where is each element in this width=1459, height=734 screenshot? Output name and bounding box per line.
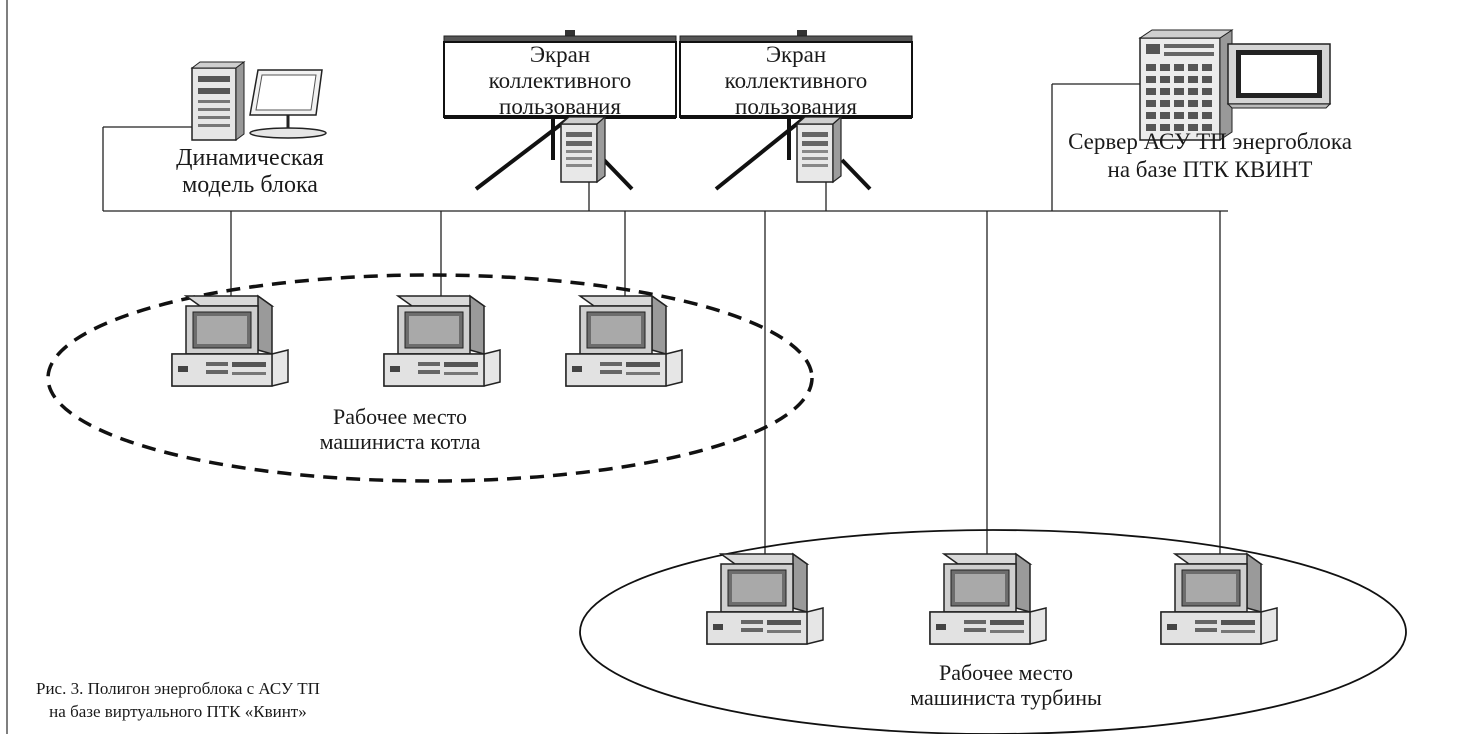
caption-line2: на базе виртуального ПТК «Квинт» [49, 702, 307, 721]
turbine-workstation-1 [706, 553, 824, 645]
screen-label-2-line2: коллективного [724, 68, 868, 93]
server-computer [1138, 29, 1332, 141]
projector-tower-1 [560, 116, 606, 183]
figure-caption: Рис. 3. Полигон энергоблока с АСУ ТП на … [36, 677, 320, 723]
dynamic-model-line1: Динамическая [176, 145, 324, 171]
server-line2: на базе ПТК КВИНТ [1107, 157, 1313, 182]
dynamic-model-line2: модель блока [182, 172, 318, 198]
screen-label-2: Экран коллективного пользования [680, 42, 912, 120]
screen-label-1-line3: пользования [499, 94, 621, 119]
screen-label-2-line1: Экран [765, 42, 827, 67]
turbine-workstation-2 [929, 553, 1047, 645]
boiler-workstation-2 [383, 295, 501, 387]
screen-label-1-line2: коллективного [488, 68, 632, 93]
boiler-workstation-3 [565, 295, 683, 387]
projection-screen-2 [679, 30, 913, 191]
turbine-group-line2: машиниста турбины [910, 685, 1102, 710]
caption-line1: Рис. 3. Полигон энергоблока с АСУ ТП [36, 679, 320, 698]
dynamic-model-label: Динамическая модель блока [130, 145, 370, 199]
network-lines [102, 83, 1228, 556]
turbine-group-line1: Рабочее место [938, 660, 1074, 685]
server-label: Сервер АСУ ТП энергоблока на базе ПТК КВ… [1040, 128, 1380, 184]
screen-label-2-line3: пользования [735, 94, 857, 119]
boiler-group-label: Рабочее место машиниста котла [300, 404, 500, 454]
boiler-workstation-1 [171, 295, 289, 387]
projection-screen-1 [443, 30, 677, 191]
boiler-group-line1: Рабочее место [332, 404, 468, 429]
screen-label-1: Экран коллективного пользования [444, 42, 676, 120]
turbine-workstation-3 [1160, 553, 1278, 645]
turbine-group-label: Рабочее место машиниста турбины [906, 660, 1106, 710]
server-line1: Сервер АСУ ТП энергоблока [1068, 129, 1352, 154]
dynamic-model-computer [190, 61, 327, 141]
screen-label-1-line1: Экран [529, 42, 591, 67]
projector-tower-2 [796, 116, 842, 183]
turbine-group-ellipse [579, 529, 1407, 734]
boiler-group-ellipse [46, 273, 814, 483]
boiler-group-line2: машиниста котла [319, 429, 481, 454]
